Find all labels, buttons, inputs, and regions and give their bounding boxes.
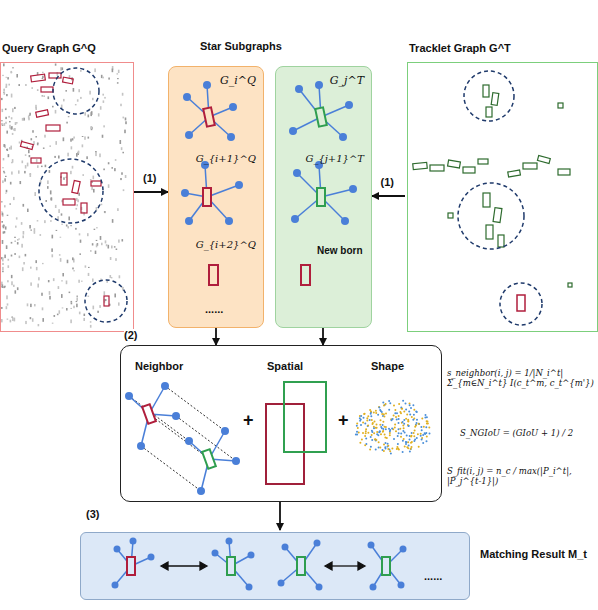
node-box: ...... Matching Result M_t bbox=[80, 530, 598, 602]
node-box: G_{i+1}^Q bbox=[179, 153, 259, 231]
node-text: Neighbor bbox=[135, 360, 183, 373]
node-box: ...... G_i^Q G_{i+1}^Q G_{i+2}^Q bbox=[168, 66, 264, 328]
node-box: G_j^T G_{j+1}^T New born bbox=[275, 66, 372, 328]
star-subgraph-figure bbox=[283, 153, 367, 231]
connector-arrow bbox=[372, 195, 405, 197]
node-box: G_{i+2}^Q bbox=[179, 239, 259, 294]
text-label: S_NGIoU = (GIoU + 1) / 2 bbox=[460, 428, 595, 438]
node-text: New born bbox=[317, 245, 363, 257]
node-box: Tracklet Graph G^T bbox=[405, 40, 598, 332]
node-box: Neighbor Spatial Shape bbox=[120, 345, 442, 502]
node-text: G_{i+2}^Q bbox=[196, 239, 256, 251]
graph-frame bbox=[80, 532, 470, 600]
node-text: G_{i+1}^Q bbox=[196, 153, 256, 165]
connector-arrow bbox=[215, 328, 217, 345]
node-text: ...... bbox=[205, 303, 223, 316]
text-label: S_fit(i, j) = n_c / max(|P_i^t|, |P_j^{t… bbox=[447, 466, 595, 486]
node-box: G_{j+1}^T bbox=[283, 153, 367, 231]
text-label: (3) bbox=[86, 508, 99, 521]
node-text: Query Graph G^Q bbox=[2, 42, 96, 55]
node-text: G_j^T bbox=[330, 75, 364, 88]
star-subgraph-figure bbox=[179, 153, 259, 231]
node-text: ...... bbox=[424, 570, 442, 583]
node-box: Query Graph G^Q bbox=[0, 40, 134, 332]
text-label: s_neighbor(i, j) = 1/|N_i^t| Σ_{m∈N_i^t}… bbox=[447, 368, 595, 388]
text-label: Star Subgraphs bbox=[200, 40, 282, 53]
connector-arrow bbox=[279, 502, 281, 530]
node-text: Matching Result M_t bbox=[480, 548, 592, 561]
query-point-cloud bbox=[1, 63, 132, 330]
node-text: Spatial bbox=[267, 360, 303, 373]
node-box: G_i^Q bbox=[179, 75, 259, 145]
node-text: G_{j+1}^T bbox=[305, 153, 364, 165]
node-box: G_j^T bbox=[283, 75, 367, 145]
edge-label: (1) bbox=[381, 176, 394, 189]
text-label: + bbox=[243, 410, 254, 432]
node-text: Shape bbox=[371, 360, 404, 373]
node-text: Tracklet Graph G^T bbox=[409, 42, 511, 55]
connector-arrow bbox=[322, 328, 324, 345]
text-label: (2) bbox=[124, 329, 137, 342]
tracklet-figure bbox=[408, 63, 597, 330]
node-text: G_i^Q bbox=[220, 75, 256, 88]
graph-frame bbox=[0, 62, 134, 332]
graph-frame bbox=[407, 62, 598, 332]
text-label: + bbox=[338, 410, 349, 432]
edge-label: (1) bbox=[143, 172, 156, 185]
connector-arrow bbox=[134, 191, 168, 193]
matching-pairs-figure bbox=[81, 533, 469, 599]
node-box: New born bbox=[283, 239, 367, 299]
